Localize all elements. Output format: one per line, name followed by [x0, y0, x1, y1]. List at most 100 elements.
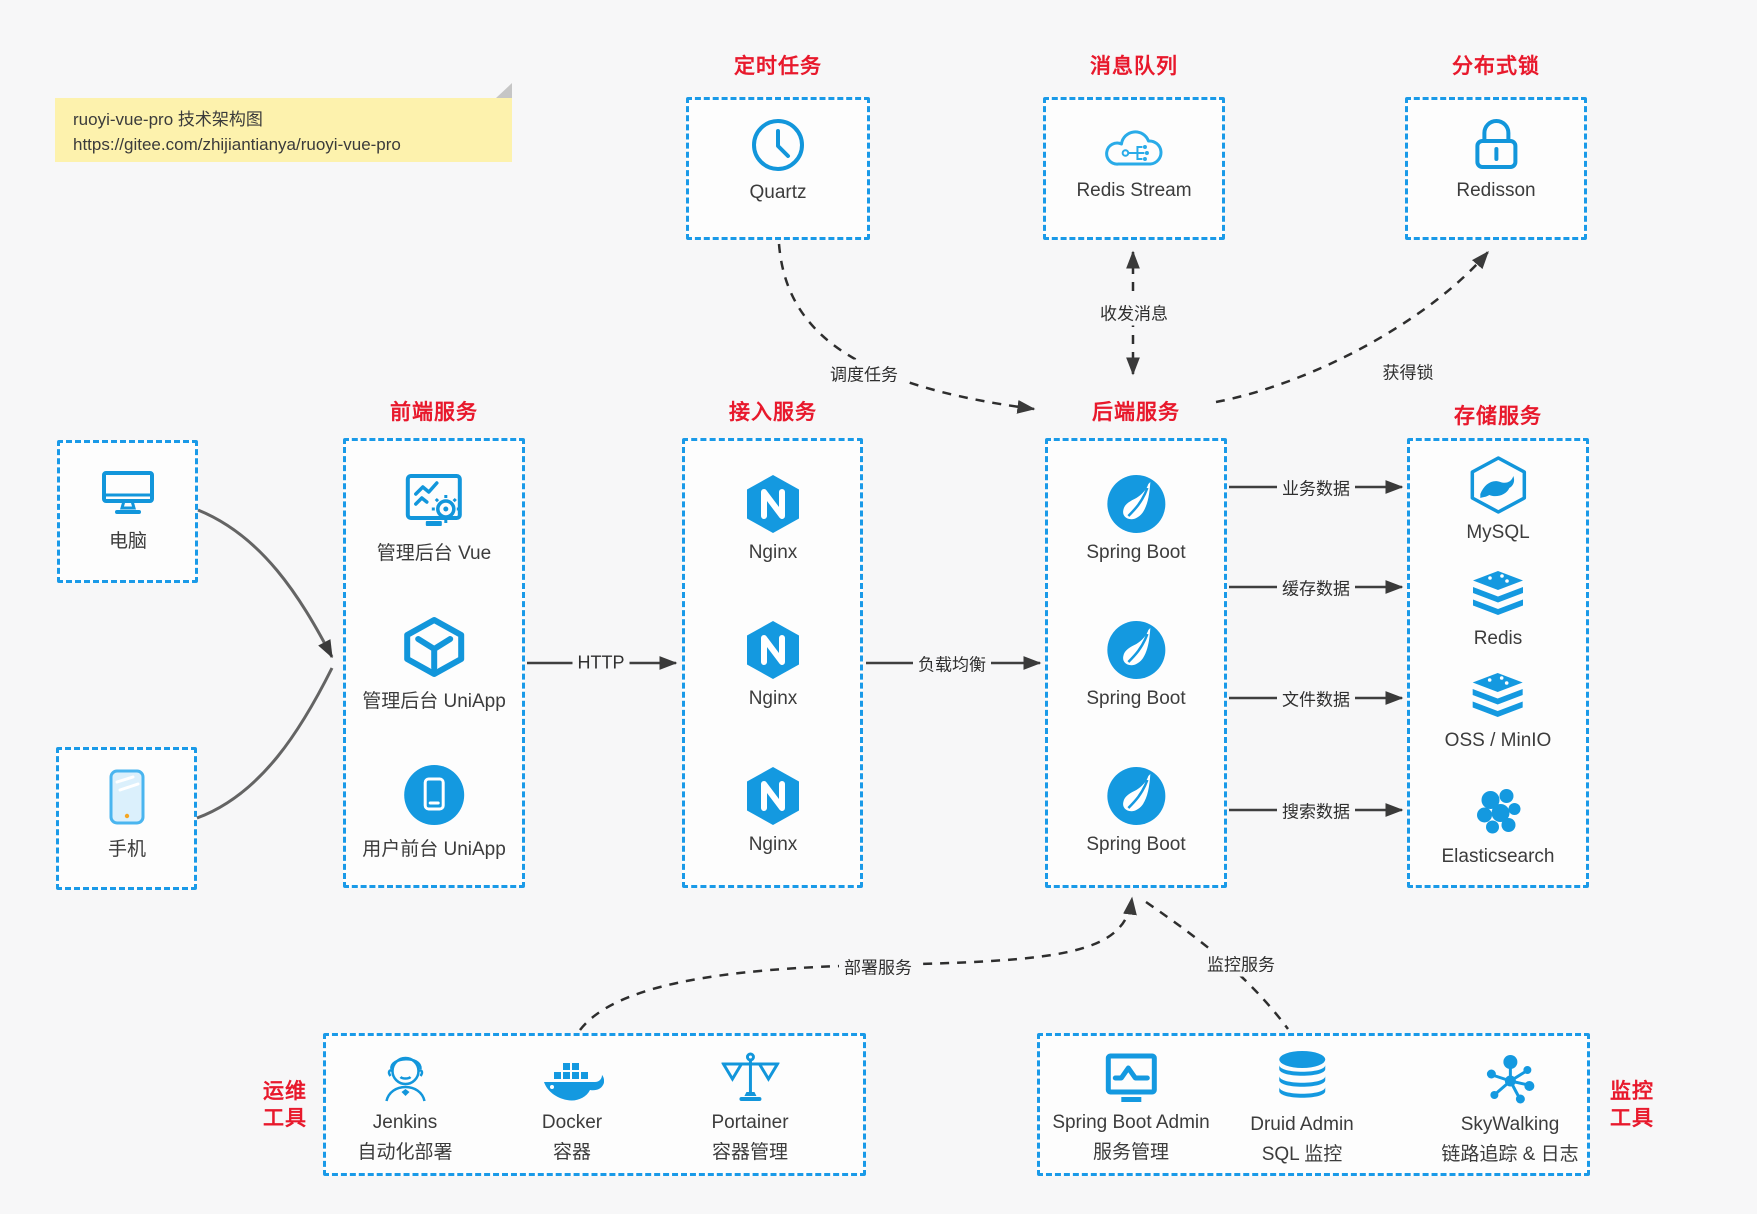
node-redisson: Redisson: [1456, 116, 1536, 202]
spring-boot-icon: [1106, 767, 1165, 825]
node-springboot-3: Spring Boot: [1086, 766, 1186, 856]
mysql-icon: [1470, 456, 1526, 514]
node-springboot-1: Spring Boot: [1086, 474, 1186, 564]
edge-label-business-data: 业务数据: [1277, 473, 1355, 501]
node-sublabel: 容器: [552, 1142, 591, 1163]
section-label-monitoring-tools: 监控 工具: [1610, 1080, 1654, 1130]
node-label: Spring Boot: [1086, 834, 1186, 855]
edge-label-deploy-service: 部署服务: [839, 952, 917, 980]
node-oss-minio: OSS / MinIO: [1444, 672, 1552, 752]
node-label: Jenkins: [372, 1112, 438, 1133]
skywalking-icon: [1486, 1055, 1534, 1104]
node-pc: 电脑: [99, 468, 157, 553]
node-label: 手机: [107, 839, 146, 860]
node-docker: Docker 容器: [540, 1056, 604, 1164]
spring-boot-icon: [1106, 475, 1165, 533]
node-label: Redis: [1473, 628, 1523, 649]
pc-to-frontend-curve: [197, 508, 334, 659]
node-mysql: MySQL: [1466, 456, 1530, 544]
edge-label-schedule-task: 调度任务: [825, 359, 903, 387]
node-nginx-1: Nginx: [742, 474, 804, 564]
note-repo-url[interactable]: https://gitee.com/zhijiantianya/ruoyi-vu…: [73, 135, 401, 154]
portainer-icon: [720, 1052, 779, 1101]
admin-vue-icon: [405, 474, 462, 526]
node-label: Docker: [541, 1112, 603, 1133]
edge-label-monitor-service: 监控服务: [1202, 949, 1280, 977]
node-elasticsearch: Elasticsearch: [1442, 782, 1555, 868]
ops-tools-box: [323, 1033, 866, 1176]
redis-stack-icon: [1473, 571, 1523, 615]
node-label: SkyWalking: [1460, 1114, 1560, 1135]
oss-minio-icon: [1472, 673, 1523, 717]
mobile-to-frontend-curve: [196, 667, 334, 820]
section-label-gateway: 接入服务: [729, 401, 817, 424]
node-skywalking: SkyWalking 链路追踪 & 日志: [1441, 1052, 1579, 1166]
spring-boot-icon: [1106, 621, 1165, 679]
user-app-icon: [403, 765, 464, 825]
section-label-message-queue: 消息队列: [1090, 55, 1178, 78]
edge-label-cache-data: 缓存数据: [1277, 573, 1355, 601]
section-label-storage: 存储服务: [1454, 405, 1542, 428]
message-queue-box: [1043, 97, 1225, 240]
section-label-ops-tools: 运维 工具: [263, 1080, 307, 1130]
node-admin-vue: 管理后台 Vue: [377, 472, 491, 565]
phone-icon: [109, 769, 145, 825]
acquire-lock-curve: [1215, 250, 1489, 404]
note-title: ruoyi-vue-pro 技术架构图: [73, 110, 263, 129]
node-label: Spring Boot: [1086, 688, 1186, 709]
node-label: Nginx: [748, 834, 798, 855]
title-note: ruoyi-vue-pro 技术架构图 https://gitee.com/zh…: [55, 83, 512, 162]
edge-label-search-data: 搜索数据: [1277, 796, 1355, 824]
schedule-task-curve: [777, 243, 1036, 414]
node-sublabel: 自动化部署: [357, 1142, 453, 1163]
edge-label-load-balance: 负载均衡: [913, 649, 991, 677]
edge-label-http: HTTP: [572, 651, 630, 675]
edge-label-file-data: 文件数据: [1277, 684, 1355, 712]
node-label: 管理后台 Vue: [376, 543, 492, 564]
node-label: Elasticsearch: [1441, 846, 1555, 867]
node-sublabel: 链路追踪 & 日志: [1441, 1144, 1579, 1165]
node-sublabel: 容器管理: [711, 1142, 789, 1163]
node-portainer: Portainer 容器管理: [711, 1052, 789, 1164]
node-redis-stream: Redis Stream: [1076, 122, 1192, 202]
node-jenkins: Jenkins 自动化部署: [357, 1050, 453, 1164]
lock-icon: [1475, 119, 1517, 169]
note-fold-corner: [496, 83, 512, 98]
clock-icon: [752, 119, 804, 171]
druid-database-icon: [1279, 1051, 1325, 1098]
spring-boot-admin-icon: [1105, 1053, 1157, 1102]
edge-label-acquire-lock: 获得锁: [1377, 357, 1439, 385]
section-label-backend: 后端服务: [1092, 401, 1180, 424]
jenkins-icon: [384, 1056, 426, 1102]
node-label: Spring Boot: [1086, 542, 1186, 563]
node-label: Nginx: [748, 688, 798, 709]
node-label: MySQL: [1466, 522, 1530, 543]
nginx-icon: [747, 767, 799, 825]
node-spring-boot-admin: Spring Boot Admin 服务管理: [1052, 1052, 1210, 1164]
elasticsearch-icon: [1476, 789, 1520, 834]
node-label: 电脑: [108, 531, 147, 552]
node-springboot-2: Spring Boot: [1086, 620, 1186, 710]
node-label: Redis Stream: [1076, 180, 1192, 201]
node-label: Redisson: [1456, 180, 1536, 201]
node-admin-uniapp: 管理后台 UniApp: [362, 616, 506, 713]
node-mobile: 手机: [107, 768, 147, 861]
node-label: Quartz: [749, 182, 807, 203]
node-label: Portainer: [711, 1112, 789, 1133]
node-druid-admin: Druid Admin SQL 监控: [1250, 1050, 1354, 1166]
node-label: OSS / MinIO: [1444, 730, 1552, 751]
nginx-icon: [747, 475, 799, 533]
node-label: Druid Admin: [1250, 1114, 1354, 1135]
uniapp-cube-icon: [403, 617, 464, 677]
docker-icon: [544, 1063, 604, 1101]
node-redis: Redis: [1469, 570, 1527, 650]
section-label-scheduled-task: 定时任务: [734, 55, 822, 78]
node-nginx-3: Nginx: [742, 766, 804, 856]
node-nginx-2: Nginx: [742, 620, 804, 710]
node-label: Nginx: [748, 542, 798, 563]
nginx-icon: [747, 621, 799, 679]
node-quartz: Quartz: [749, 116, 807, 204]
node-sublabel: 服务管理: [1092, 1142, 1169, 1163]
cloud-stream-icon: [1104, 130, 1163, 166]
node-label: 用户前台 UniApp: [362, 839, 506, 860]
